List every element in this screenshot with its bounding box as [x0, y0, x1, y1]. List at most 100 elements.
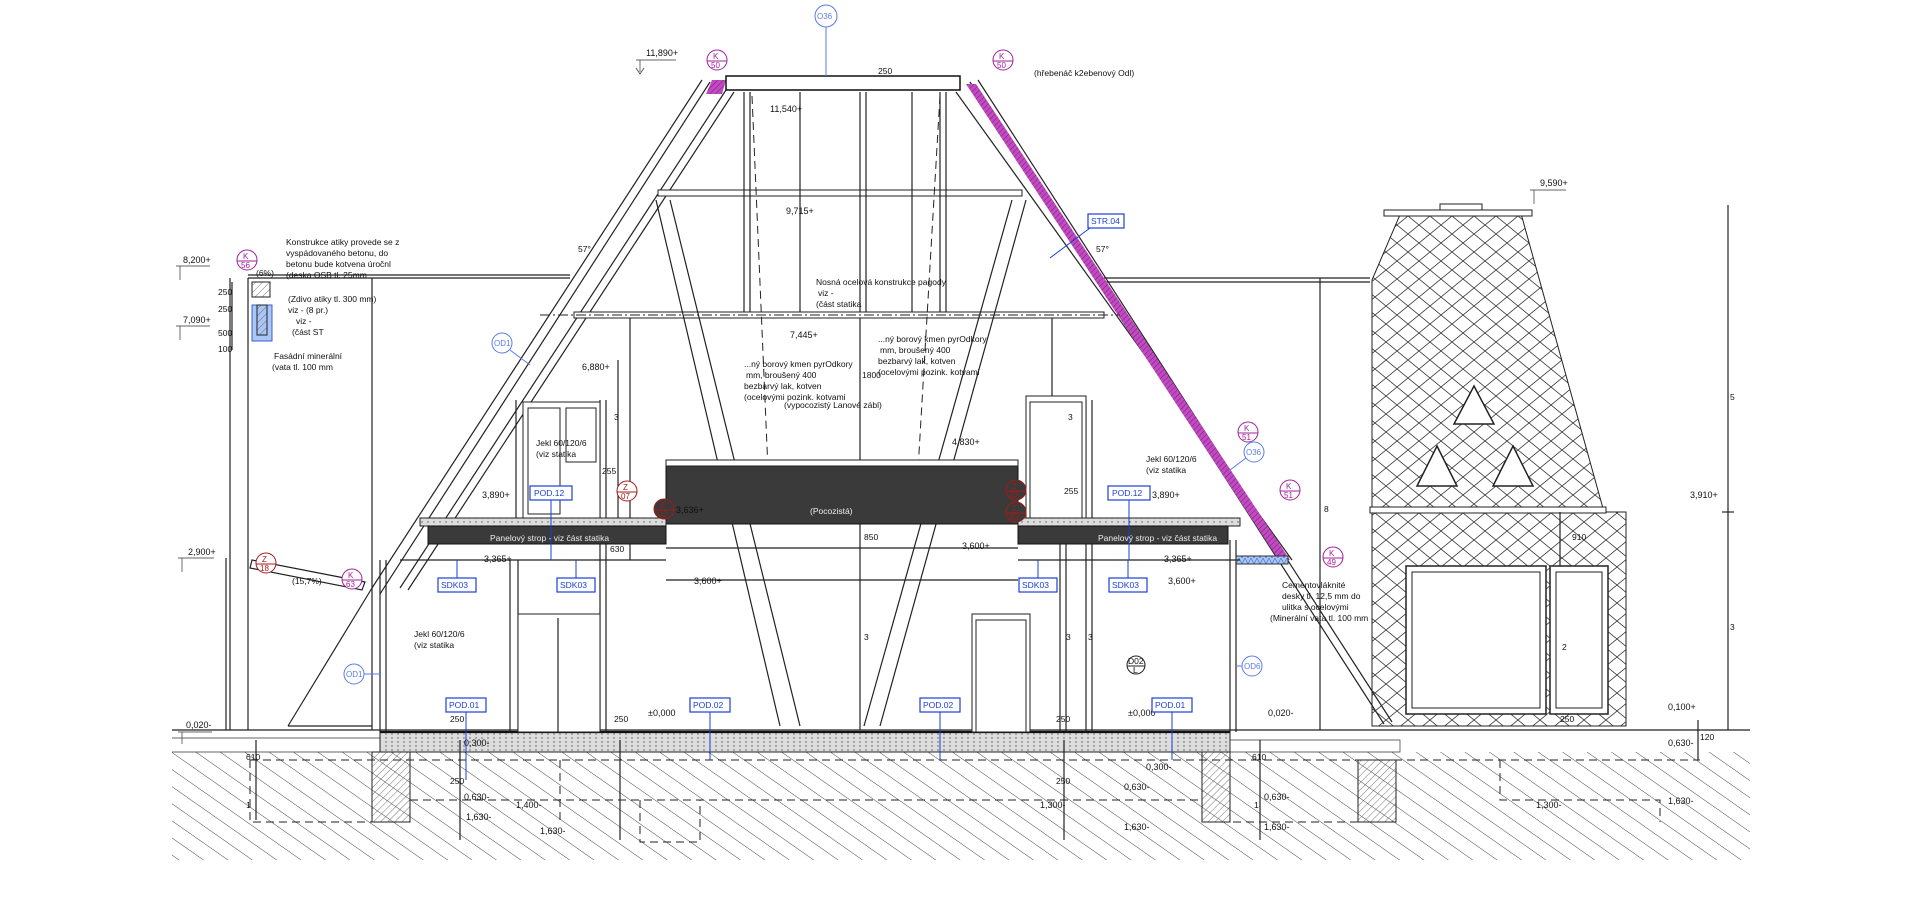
ref-k56: K56	[236, 249, 258, 271]
drawing-label: 3	[1066, 632, 1071, 642]
foundation-right	[1357, 759, 1397, 823]
drawing-label: 255	[1064, 486, 1078, 496]
drawing-label: OD1	[346, 670, 363, 679]
drawing-label: 3	[1730, 622, 1735, 632]
drawing-label: (ocelovými pozink. kotvami	[878, 367, 980, 377]
drawing-label: mm, broušený 400	[880, 345, 951, 355]
drawing-label: 03	[1010, 491, 1019, 500]
elevation-label: 0,630-	[1124, 782, 1150, 792]
door-upper-right	[1025, 395, 1087, 519]
drawing-label: 1800	[862, 370, 881, 380]
tag-pod01-right: POD.01	[1151, 697, 1193, 760]
ref-od1-b: OD1	[343, 663, 380, 685]
drawing-label: 50	[997, 61, 1006, 70]
drawing-label: 610	[246, 752, 260, 762]
drawing-label: OD1	[494, 339, 511, 348]
drawing-label: 250	[218, 287, 232, 297]
elevation-label: 1,300-	[1536, 800, 1562, 810]
drawing-label: (viz statika	[414, 640, 454, 650]
drawing-label: 250	[614, 714, 628, 724]
ref-o36-top: O36	[814, 4, 838, 76]
drawing-label: 56	[241, 261, 250, 270]
elevation-label: 0,630-	[464, 792, 490, 802]
foundation-left	[371, 751, 411, 823]
elevation-label: 3,890+	[1152, 490, 1180, 500]
drawing-label: 1	[246, 800, 251, 810]
tag-pod12-right: POD.12	[1107, 485, 1151, 560]
drawing-label: viz - (8 pr.)	[288, 305, 328, 315]
drawing-label: K	[1244, 424, 1250, 433]
drawing-label: 18	[260, 564, 269, 573]
ref-o36-right: O36	[1229, 441, 1265, 471]
drawing-label: 63	[346, 580, 355, 589]
drawing-label: Konstrukce atiky provede se z	[286, 237, 399, 247]
tag-pod02-right: POD.02	[919, 697, 961, 760]
drawing-label: (část ST	[292, 327, 324, 337]
drawing-label: STR.04	[1091, 216, 1120, 226]
drawing-label: 3	[1068, 412, 1073, 422]
drawing-label: (viz statika	[536, 449, 576, 459]
drawing-label: D02	[1128, 656, 1144, 666]
drawing-label: Z	[660, 501, 665, 510]
doors	[517, 395, 1087, 733]
ridge-skylight	[725, 75, 961, 91]
tag-pod02-left: POD.02	[689, 697, 731, 760]
drawing-label: Nosná ocelová konstrukce pagody	[816, 277, 947, 287]
drawing-label: POD.12	[1112, 488, 1143, 498]
drawing-label: Z	[1012, 482, 1017, 491]
right-tower	[1369, 203, 1734, 730]
tag-pod12-left: POD.12	[529, 485, 573, 560]
elevation-markers: 11,890+ 11,540+ 9,715+ 7,445+ 6,880+ 8,2…	[176, 48, 1718, 836]
drawing-label: 120	[1700, 732, 1714, 742]
drawing-label: 610	[1252, 752, 1266, 762]
triangle-window	[1415, 444, 1459, 487]
drawing-label: L	[1133, 665, 1138, 675]
annotations: Konstrukce atiky provede se zvyspádované…	[272, 68, 1368, 650]
pocoz-box	[665, 465, 1019, 525]
elevation-label: 11,890+	[646, 48, 678, 58]
elevation-label: 11,540+	[770, 104, 802, 114]
drawing-label: 5	[1730, 392, 1735, 402]
elevation-label: 1,300-	[1040, 800, 1066, 810]
drawing-label: POD.02	[923, 700, 954, 710]
ref-z02-right: Z02	[1005, 501, 1027, 523]
drawing-label: Jekl 60/120/6	[414, 629, 465, 639]
ref-k51-a: K51	[1237, 421, 1259, 443]
elevation-label: 3,600+	[694, 576, 722, 586]
floor-slab	[379, 731, 1231, 753]
ref-z02: Z02	[653, 498, 675, 520]
drawing-label: 910	[1572, 532, 1586, 542]
drawing-label: (6%)	[256, 268, 274, 278]
drawing-label: 49	[1327, 558, 1336, 567]
drawing-label: 07	[621, 492, 630, 501]
elevation-label: 6,880+	[582, 362, 610, 372]
roof-insulation-top-left	[706, 80, 726, 94]
drawing-label: 8	[1324, 504, 1329, 514]
drawing-label: Fasádní minerální	[274, 351, 343, 361]
drawing-label: 250	[1560, 714, 1574, 724]
drawing-label: (vata tl. 100 mm	[272, 362, 333, 372]
tower-window	[1405, 565, 1547, 715]
drawing-label: 250	[450, 776, 464, 786]
drawing-label: (Minerální vata tl. 100 mm	[1270, 613, 1368, 623]
door-lower-mid	[971, 613, 1031, 733]
drawing-label: ulitka s ocelovými	[1282, 602, 1349, 612]
ground	[172, 729, 1750, 860]
drawing-label: K	[713, 52, 719, 61]
ref-z07: Z07	[616, 480, 638, 502]
elevation-label: 0,630-	[1668, 738, 1694, 748]
drawing-label: K	[1329, 549, 1335, 558]
drawing-label: 3	[614, 412, 619, 422]
drawing-label: 250	[450, 714, 464, 724]
elevation-label: 3,890+	[482, 490, 510, 500]
ref-k50-right: K50	[992, 49, 1014, 71]
note-slab-left: Panelový strop - viz část statika	[490, 533, 609, 543]
drawing-label: (15,7%)	[292, 576, 322, 586]
elevation-label: 1,630-	[540, 826, 566, 836]
note-attic: Konstrukce atiky provede se zvyspádované…	[286, 237, 399, 280]
drawing-label: 2	[1562, 642, 1567, 652]
drawing-label: K	[999, 52, 1005, 61]
